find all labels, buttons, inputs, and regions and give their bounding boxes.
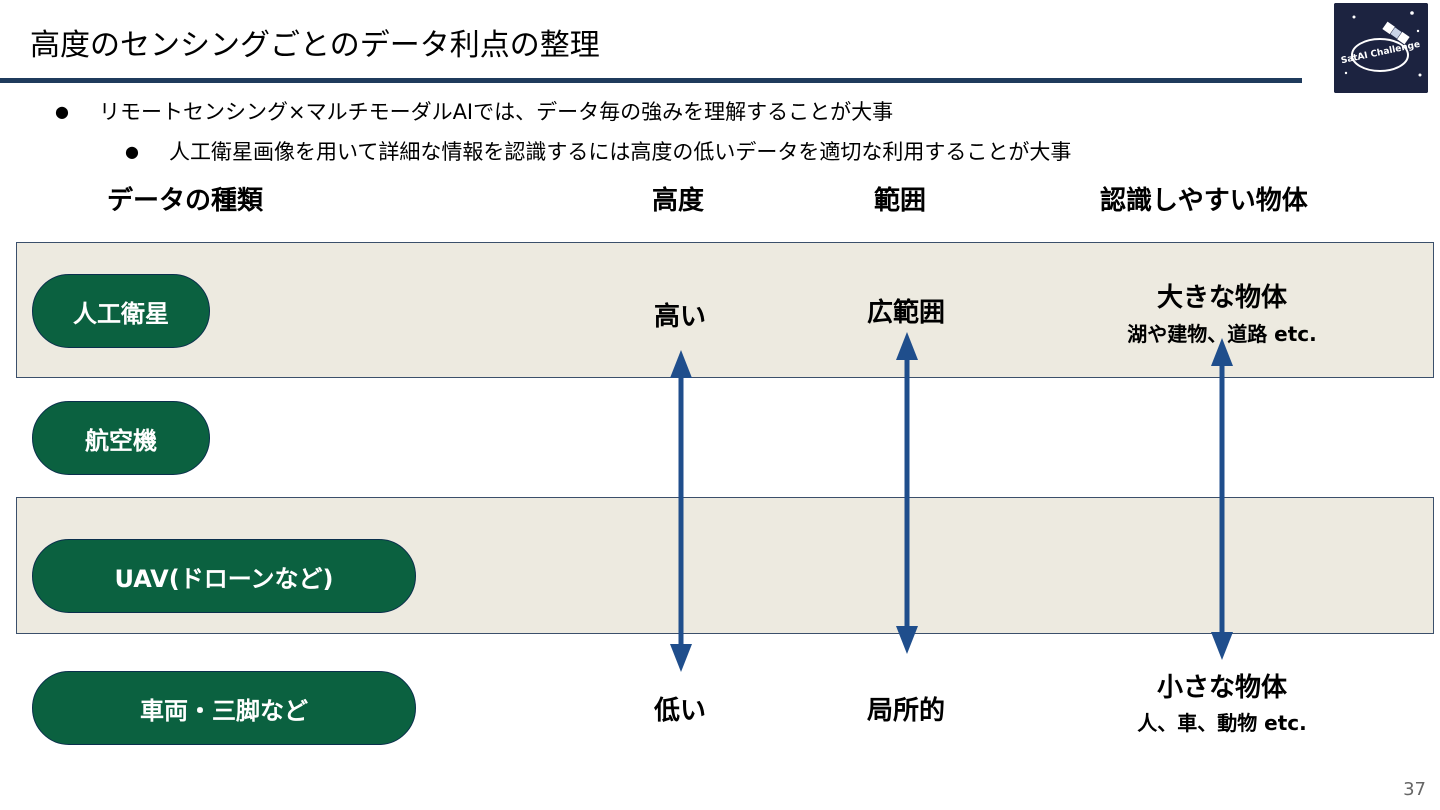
range-wide-label: 広範囲 (866, 298, 945, 328)
objects-small-label: 小さな物体 (1156, 673, 1287, 703)
row-label-uav: UAV(ドローンなど) (32, 539, 416, 613)
header-range: 範囲 (874, 186, 927, 216)
bullet-level1: ● リモートセンシング×マルチモーダルAIでは、データ毎の強みを理解することが大… (55, 96, 893, 126)
bullet-marker: ● (55, 101, 69, 121)
header-objects: 認識しやすい物体 (1100, 186, 1308, 216)
header-data-type: データの種類 (107, 186, 264, 216)
bullet-marker: ● (125, 141, 139, 161)
header-altitude: 高度 (652, 186, 705, 216)
slide-title: 高度のセンシングごとのデータ利点の整理 (30, 28, 600, 63)
row-label-aircraft: 航空機 (32, 401, 210, 475)
title-divider (0, 78, 1302, 83)
bullet-level1-text: リモートセンシング×マルチモーダルAIでは、データ毎の強みを理解することが大事 (98, 100, 894, 124)
satai-challenge-logo: SatAI Challenge (1334, 3, 1428, 93)
row-label-ground: 車両・三脚など (32, 671, 416, 745)
objects-large-label: 大きな物体 (1156, 283, 1287, 313)
altitude-low-label: 低い (653, 696, 706, 726)
objects-small-examples: 人、車、動物 etc. (1137, 711, 1307, 735)
row-band-satellite (16, 242, 1434, 378)
altitude-high-label: 高い (653, 302, 706, 332)
row-label-satellite: 人工衛星 (32, 274, 210, 348)
bullet-level2: ● 人工衛星画像を用いて詳細な情報を認識するには高度の低いデータを適切な利用する… (125, 136, 1071, 166)
satellite-logo-icon: SatAI Challenge (1334, 3, 1428, 93)
objects-large-examples: 湖や建物、道路 etc. (1127, 322, 1317, 346)
range-local-label: 局所的 (866, 696, 945, 726)
bullet-level2-text: 人工衛星画像を用いて詳細な情報を認識するには高度の低いデータを適切な利用すること… (168, 140, 1072, 164)
page-number: 37 (1403, 779, 1426, 800)
